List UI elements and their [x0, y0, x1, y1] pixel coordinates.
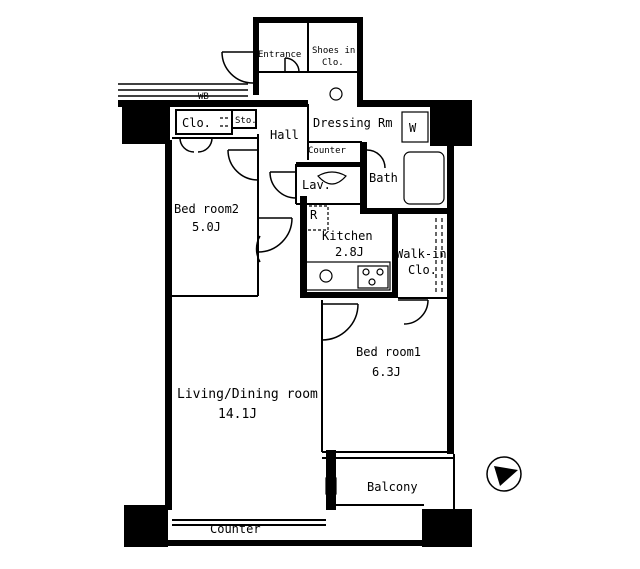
partitions: [172, 23, 455, 526]
label-living-size: 14.1J: [218, 407, 257, 422]
label-shoes-in: Shoes in: [312, 46, 355, 56]
fixtures: [220, 87, 445, 495]
label-fridge: R: [310, 208, 318, 222]
label-bedroom1-size: 6.3J: [372, 365, 401, 379]
label-entrance: Entrance: [258, 50, 301, 60]
label-washer: W: [409, 121, 417, 135]
label-counter-small: Counter: [308, 146, 347, 156]
label-walkin-clo: Clo.: [408, 263, 437, 277]
north-arrow-icon: [486, 456, 522, 492]
label-counter-bottom: Counter: [210, 522, 261, 536]
label-dressing-room: Dressing Rm: [313, 116, 392, 130]
doors: [179, 51, 429, 341]
label-bedroom2: Bed room2: [174, 202, 239, 216]
label-wb: WB: [198, 92, 209, 102]
room-labels: Entrance Shoes in Clo. WB Clo. Sto. Hall…: [174, 46, 447, 536]
walls: [118, 17, 472, 547]
label-balcony: Balcony: [367, 480, 418, 494]
label-lavatory: Lav.: [302, 178, 331, 192]
label-living-dining: Living/Dining room: [177, 387, 318, 402]
label-bedroom2-size: 5.0J: [192, 220, 221, 234]
label-bedroom1: Bed room1: [356, 345, 421, 359]
label-shoes-clo: Clo.: [322, 58, 344, 68]
walkway-lines: [118, 83, 248, 97]
label-kitchen: Kitchen: [322, 229, 373, 243]
label-walkin: Walk-in: [396, 247, 447, 261]
label-storage: Sto.: [235, 116, 257, 126]
label-hall: Hall: [270, 128, 299, 142]
label-closet: Clo.: [182, 116, 211, 130]
label-bath: Bath: [369, 171, 398, 185]
label-kitchen-size: 2.8J: [335, 245, 364, 259]
